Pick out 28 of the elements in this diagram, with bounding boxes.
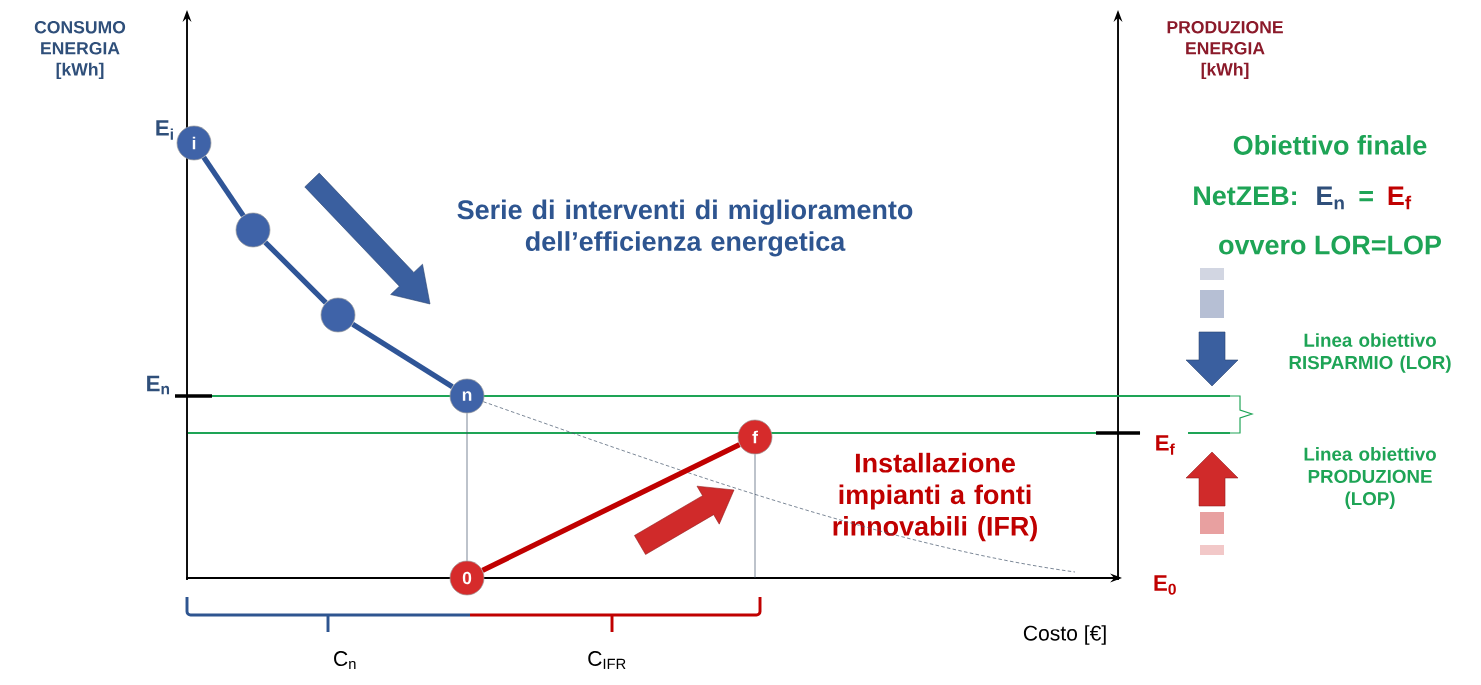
target-line-label: Linea obiettivo PRODUZIONE (LOP) (1304, 447, 1436, 509)
axis-title: PRODUZIONE ENERGIA [kWh] (1167, 20, 1283, 80)
annotation-text: Serie di interventi di miglioramento dell’efficienza energetica (457, 199, 913, 257)
axis-title: CONSUMO ENERGIA [kWh] (34, 20, 126, 80)
axis-value-label: E$_{n}$ (147, 375, 170, 395)
goal-text: Obiettivo finale (1233, 135, 1427, 155)
point-marker (235, 212, 271, 248)
connector-line (481, 442, 741, 573)
connector-line (201, 155, 246, 218)
connector-line (351, 322, 454, 389)
goal-text: NetZEB: (1194, 186, 1296, 206)
connector-line (263, 240, 328, 305)
goal-symbol: E$_{f}$ (1388, 186, 1412, 210)
axis-value-label: E$_{i}$ (156, 120, 173, 140)
target-line-label: Linea obiettivo RISPARMIO (LOR) (1289, 333, 1451, 373)
axis-value-label: E$_{f}$ (1156, 435, 1175, 455)
cost-label: C$_{IFR}$ (588, 651, 626, 669)
dashed-line (483, 401, 1076, 573)
axis-title: Costo [€] (1023, 625, 1106, 645)
connector-line (466, 413, 468, 561)
connector-line (754, 454, 756, 579)
goal-symbol: E$_{n}$ (1317, 186, 1344, 210)
goal-text: = (1359, 191, 1373, 202)
axis-value-label: E$_{0}$ (1154, 575, 1176, 595)
point-marker (320, 297, 356, 333)
goal-text: ovvero LOR=LOP (1219, 235, 1441, 255)
annotation-text: Installazione impianti a fonti rinnovabili (IFR) (833, 452, 1037, 542)
cost-label: C$_{n}$ (334, 651, 356, 669)
